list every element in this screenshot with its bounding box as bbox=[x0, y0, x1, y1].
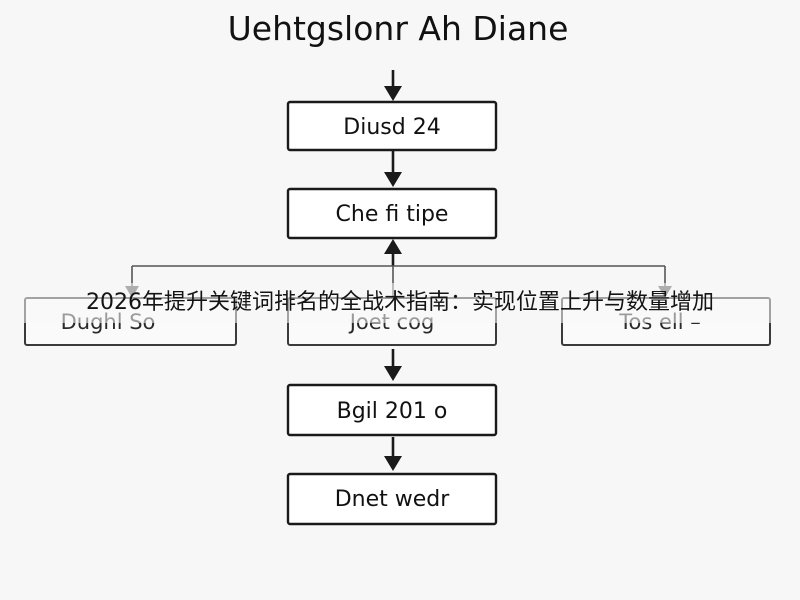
node-chefitipe-label: Che fi tipe bbox=[336, 202, 449, 227]
node-diusd: Diusd 24 bbox=[286, 100, 498, 152]
node-dnet-label: Dnet wedr bbox=[335, 487, 451, 512]
node-chefitipe: Che fi tipe bbox=[286, 187, 498, 240]
caption-overlay-band bbox=[0, 283, 800, 323]
node-bgil-label: Bgil 201 o bbox=[337, 399, 448, 424]
node-diusd-label: Diusd 24 bbox=[343, 115, 440, 140]
diagram-title: Uehtgslonr Ah Diane bbox=[228, 9, 569, 48]
edge-diusd-to-chefitipe bbox=[384, 151, 402, 187]
edge-bgil-to-dnet bbox=[384, 437, 402, 471]
edge-title-to-diusd bbox=[384, 70, 402, 101]
edge-joetcog-to-bgil bbox=[384, 349, 402, 381]
node-bgil: Bgil 201 o bbox=[286, 383, 498, 437]
node-dnet: Dnet wedr bbox=[286, 472, 498, 526]
edge-branch-to-chefitipe bbox=[384, 239, 402, 266]
overlay-caption: 2026年提升关键词排名的全战术指南：实现位置上升与数量增加 bbox=[86, 290, 714, 315]
